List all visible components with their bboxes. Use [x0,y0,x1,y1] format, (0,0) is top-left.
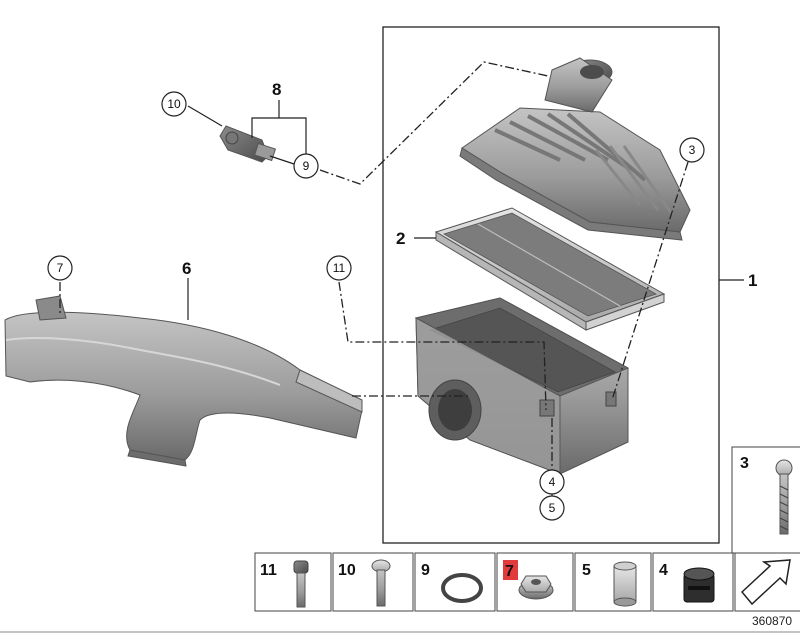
svg-text:3: 3 [689,143,696,157]
svg-text:7: 7 [505,563,514,580]
callout-circle-5: 5 [539,495,565,521]
svg-text:5: 5 [549,501,556,515]
diagram-id: 360870 [752,614,792,628]
flange-nut-icon [518,575,554,600]
callout-circle-11: 11 [326,255,352,281]
parts-cell-4[interactable]: 4 [652,552,734,612]
svg-text:5: 5 [582,562,591,579]
pointer-arrow-icon [740,559,791,606]
parts-table: 11 10 9 7 [254,552,800,612]
callout-circle-9: 9 [293,153,319,179]
svg-text:11: 11 [260,562,277,579]
callout-circle-7: 7 [47,255,73,281]
pointer-arrow-cell [734,552,800,612]
callout-2: 2 [396,229,405,248]
parts-cell-9[interactable]: 9 [414,552,496,612]
callout-circle-10: 10 [161,91,187,117]
callout-1: 1 [748,271,757,290]
torx-bolt-icon [371,559,391,607]
parts-cell-7[interactable]: 7 [496,552,574,612]
assembly-frame [382,26,720,544]
highlight-badge [503,560,518,580]
intake-duct [4,295,363,467]
svg-text:4: 4 [659,562,668,579]
leader-3 [611,161,689,401]
sleeve-icon [613,561,637,607]
svg-text:10: 10 [338,562,356,579]
lower-housing [414,297,630,475]
parts-cell-11[interactable]: 11 [254,552,332,612]
parts-cell-3[interactable]: 3 [731,446,800,554]
svg-text:11: 11 [333,261,346,275]
callout-8: 8 [272,80,281,99]
torx-bolt-icon [293,560,309,608]
svg-text:4: 4 [549,475,556,489]
screw-icon [775,459,793,535]
filter-element [434,207,666,331]
air-cleaner-cover [459,57,691,241]
callout-circle-3: 3 [679,137,705,163]
svg-text:7: 7 [57,261,64,275]
rubber-grommet-icon [683,567,715,603]
leader-10 [187,105,223,127]
parts-cell-10[interactable]: 10 [332,552,414,612]
leader-11 [338,281,547,411]
svg-text:3: 3 [740,455,749,472]
svg-text:10: 10 [167,97,181,111]
bracket-8 [251,100,307,154]
parts-cell-5[interactable]: 5 [574,552,652,612]
mounting-set [219,125,277,163]
svg-text:9: 9 [421,562,430,579]
leader-9-to-part [269,155,295,165]
svg-text:9: 9 [303,159,310,173]
leader-9-to-intake [319,61,549,185]
callout-6: 6 [182,259,191,278]
o-ring-icon [441,573,483,603]
callout-circle-4: 4 [539,469,565,495]
